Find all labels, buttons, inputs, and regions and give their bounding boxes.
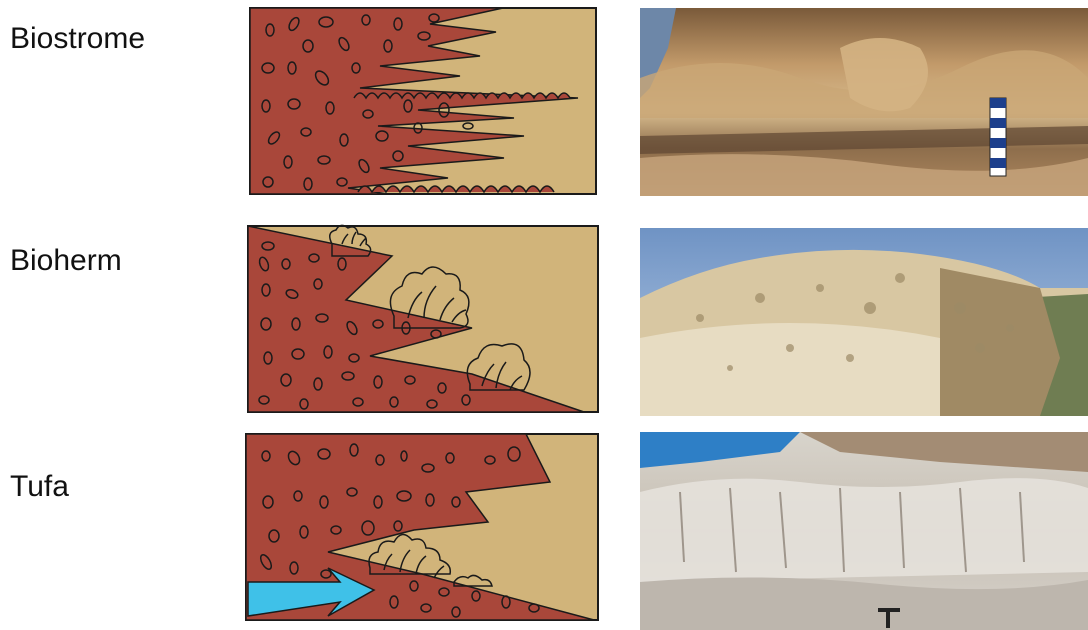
biostrome-diagram: [248, 6, 600, 196]
biostrome-outcrop-photo: [640, 8, 1088, 196]
row-label-bioherm: Bioherm: [10, 244, 122, 278]
row-label-biostrome: Biostrome: [10, 22, 145, 56]
tufa-outcrop-photo: [640, 432, 1088, 630]
tufa-diagram: [244, 432, 600, 622]
bioherm-outcrop-photo: [640, 228, 1088, 416]
row-label-tufa: Tufa: [10, 470, 69, 504]
bioherm-diagram: [246, 224, 600, 414]
